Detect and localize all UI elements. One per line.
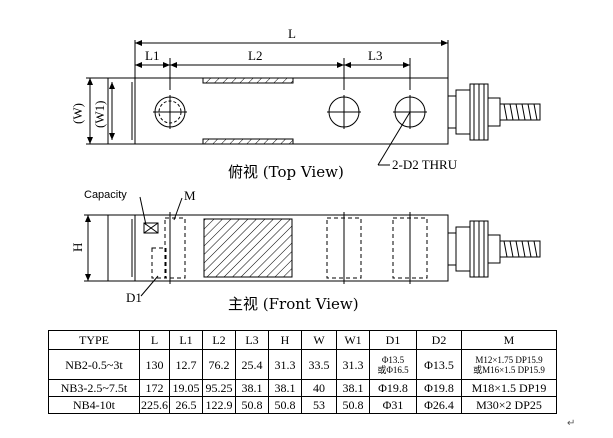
cell-D1: Φ31: [369, 396, 417, 414]
cell-L3: 50.8: [235, 396, 269, 414]
cell-M-line1: M12×1.75 DP15.9: [475, 354, 543, 365]
dim-label-W1: (W1): [92, 101, 107, 128]
cell-type: NB3-2.5~7.5t: [48, 379, 140, 397]
cell-L2: 95.25: [202, 379, 236, 397]
dim-label-H: H: [70, 243, 85, 252]
cell-W1: 38.1: [336, 379, 370, 397]
cell-D1: Φ19.8: [369, 379, 417, 397]
cell-D1-line1: Φ13.5: [381, 354, 405, 365]
header-L: L: [139, 330, 170, 350]
header-L2: L2: [202, 330, 236, 350]
header-L3: L3: [235, 330, 269, 350]
cell-type: NB4-10t: [48, 396, 140, 414]
cell-M-line2: 或M16×1.5 DP15.9: [473, 364, 545, 375]
header-D1: D1: [369, 330, 417, 350]
load-cell-drawing: L L1 L2 L3 (W) (W1) 2-D2 THRU 俯视 (Top Vi…: [70, 26, 541, 313]
cell-D1: Φ13.5 或Φ16.5: [369, 349, 417, 380]
cell-L2: 122.9: [202, 396, 236, 414]
cell-H: 31.3: [268, 349, 302, 380]
front-view-caption: 主视 (Front View): [228, 295, 359, 313]
cell-D1-line2: 或Φ16.5: [377, 364, 409, 375]
header-H: H: [268, 330, 302, 350]
dim-label-L2: L2: [248, 48, 262, 63]
header-W1: W1: [336, 330, 370, 350]
cell-M: M18×1.5 DP19: [461, 379, 557, 397]
cell-D2: Φ26.4: [416, 396, 462, 414]
cell-W1: 50.8: [336, 396, 370, 414]
cell-L2: 76.2: [202, 349, 236, 380]
header-M: M: [461, 330, 557, 350]
cell-L3: 38.1: [235, 379, 269, 397]
thru-label: 2-D2 THRU: [392, 157, 458, 172]
cell-L1: 19.05: [169, 379, 203, 397]
dim-label-W: (W): [70, 103, 85, 124]
dim-label-L: L: [288, 26, 296, 41]
table-row: NB2-0.5~3t 130 12.7 76.2 25.4 31.3 33.5 …: [48, 349, 557, 380]
dim-label-L3: L3: [368, 48, 382, 63]
paragraph-mark: ↵: [567, 418, 576, 429]
cell-H: 38.1: [268, 379, 302, 397]
table-row: NB4-10t 225.6 26.5 122.9 50.8 50.8 53 50…: [48, 396, 557, 414]
spec-table: TYPE L L1 L2 L3 H W W1 D1 D2 M NB2-0.5~3…: [48, 330, 557, 414]
hole-label-D1: D1: [126, 290, 142, 305]
header-L1: L1: [169, 330, 203, 350]
cell-L3: 25.4: [235, 349, 269, 380]
top-view: [86, 40, 541, 166]
cell-W1: 31.3: [336, 349, 370, 380]
capacity-label: Capacity: [84, 189, 127, 201]
cell-L: 225.6: [139, 396, 170, 414]
cell-L: 172: [139, 379, 170, 397]
header-W: W: [301, 330, 337, 350]
cell-D2: Φ19.8: [416, 379, 462, 397]
table-header-row: TYPE L L1 L2 L3 H W W1 D1 D2 M: [48, 330, 557, 350]
thread-label-M: M: [184, 188, 196, 203]
cell-D2: Φ13.5: [416, 349, 462, 380]
cell-M: M30×2 DP25: [461, 396, 557, 414]
cell-W: 40: [301, 379, 337, 397]
cell-W: 53: [301, 396, 337, 414]
top-view-caption: 俯视 (Top View): [228, 163, 344, 181]
cell-L1: 26.5: [169, 396, 203, 414]
cell-L1: 12.7: [169, 349, 203, 380]
dim-label-L1: L1: [145, 48, 159, 63]
cell-L: 130: [139, 349, 170, 380]
table-row: NB3-2.5~7.5t 172 19.05 95.25 38.1 38.1 4…: [48, 379, 557, 397]
cell-W: 33.5: [301, 349, 337, 380]
front-view: [84, 196, 541, 297]
cell-type: NB2-0.5~3t: [48, 349, 140, 380]
cell-M: M12×1.75 DP15.9 或M16×1.5 DP15.9: [461, 349, 557, 380]
header-type: TYPE: [48, 330, 140, 350]
cell-H: 50.8: [268, 396, 302, 414]
header-D2: D2: [416, 330, 462, 350]
